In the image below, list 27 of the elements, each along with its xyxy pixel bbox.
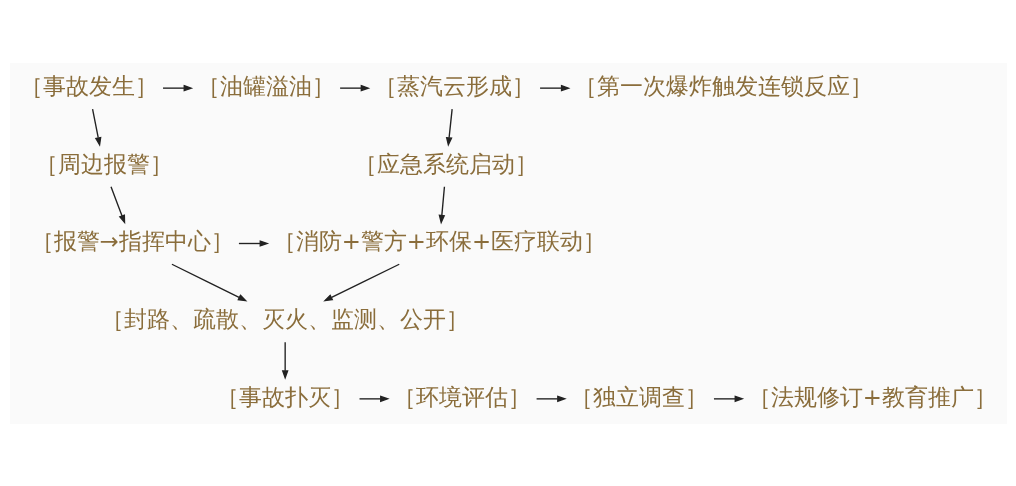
node-text: ［环境评估］ bbox=[392, 383, 531, 410]
arrow bbox=[445, 107, 453, 147]
arrow bbox=[161, 84, 193, 91]
arrow bbox=[237, 239, 269, 247]
arrow bbox=[109, 185, 125, 224]
node-text: ［第一次爆炸触发连锁反应］ bbox=[573, 72, 873, 99]
arrow bbox=[712, 395, 744, 402]
arrow bbox=[281, 340, 289, 380]
arrow bbox=[322, 263, 400, 301]
arrow bbox=[535, 395, 567, 402]
node-text: ［油罐溢油］ bbox=[196, 72, 335, 99]
arrow bbox=[538, 84, 570, 91]
node-text: ［法规修订+教育推广］ bbox=[747, 383, 997, 410]
arrow bbox=[358, 395, 390, 402]
arrow bbox=[170, 263, 247, 301]
arrow bbox=[338, 84, 370, 91]
node-text: ［蒸汽云形成］ bbox=[373, 72, 535, 99]
node-text: ［事故扑灭］ bbox=[215, 383, 354, 410]
node-text: ［事故发生］ bbox=[19, 72, 158, 99]
node-text: ［独立调查］ bbox=[569, 383, 708, 410]
node-text: ［消防+警方+环保+医疗联动］ bbox=[272, 227, 606, 254]
node-text: ［应急系统启动］ bbox=[353, 150, 538, 177]
node-text: ［封路、疏散、灭火、监测、公开］ bbox=[100, 305, 469, 332]
node-text: ［周边报警］ bbox=[34, 150, 173, 177]
arrow bbox=[91, 107, 101, 147]
node-text: ［报警→指挥中心］ bbox=[30, 227, 234, 254]
arrow bbox=[438, 185, 445, 224]
